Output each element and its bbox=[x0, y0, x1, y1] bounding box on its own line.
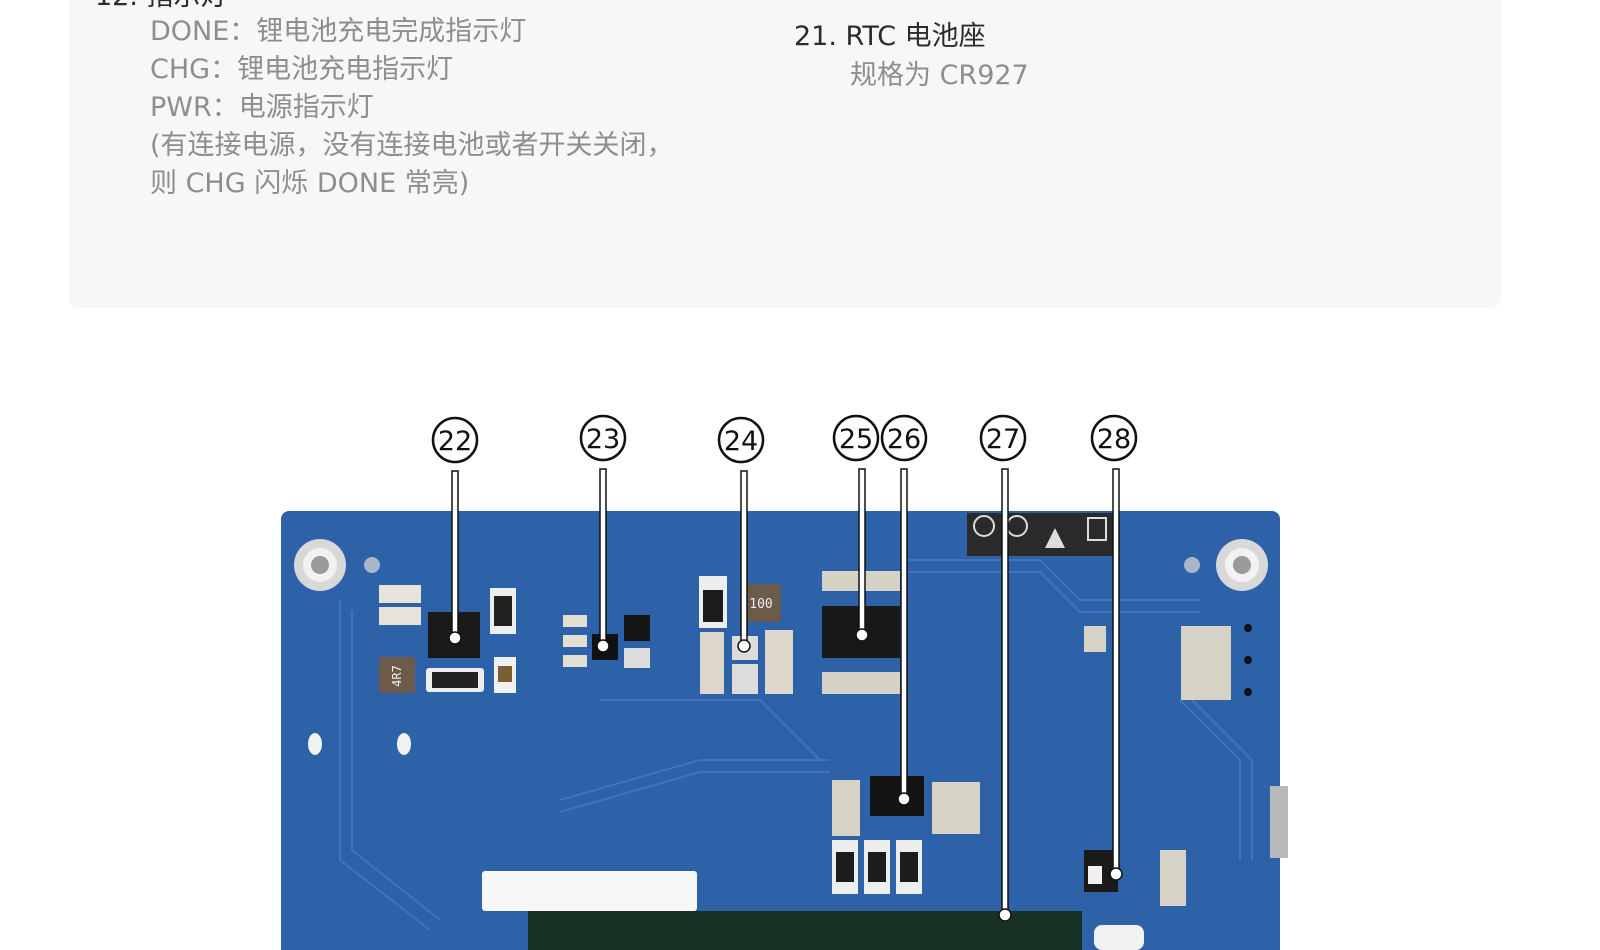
callout-dot-26 bbox=[897, 792, 911, 806]
bottom-connector bbox=[528, 911, 1082, 950]
callout-circle-24 bbox=[717, 416, 765, 464]
side-connector bbox=[1270, 786, 1288, 858]
component-28 bbox=[1084, 626, 1231, 906]
callout-number-27: 27 bbox=[986, 424, 1020, 455]
indicator-line-pwr: PWR：电源指示灯 bbox=[150, 92, 374, 123]
callout-number-26: 26 bbox=[887, 424, 921, 455]
callout-circle-27 bbox=[979, 414, 1027, 462]
callout-leader-23 bbox=[599, 468, 607, 647]
callout-28: 28 bbox=[1090, 414, 1138, 881]
white-label-pad bbox=[482, 871, 697, 911]
callout-leader-26 bbox=[900, 468, 908, 800]
mounting-hole-right bbox=[1216, 539, 1268, 591]
pcb-illustration: 100 4R7 22 23 24 25 26 27 28 bbox=[281, 414, 1288, 950]
callout-circle-26 bbox=[880, 414, 928, 462]
callout-circle-22 bbox=[431, 416, 479, 464]
callout-24: 24 bbox=[717, 416, 765, 653]
indicator-note-line1: (有连接电源，没有连接电池或者开关关闭， bbox=[150, 130, 674, 161]
mounting-hole-left bbox=[294, 539, 346, 591]
pcb-traces bbox=[339, 559, 1253, 931]
callout-circle-25 bbox=[832, 414, 880, 462]
callout-leader-27 bbox=[1001, 468, 1009, 916]
indicator-item-title: 12. 指示灯 bbox=[95, 0, 228, 16]
callout-leader-22 bbox=[451, 470, 459, 639]
indicator-note-line2: 则 CHG 闪烁 DONE 常亮) bbox=[150, 168, 470, 199]
callout-leader-25 bbox=[858, 468, 866, 636]
callout-dot-27 bbox=[998, 908, 1012, 922]
callout-number-24: 24 bbox=[724, 426, 758, 457]
spec-card bbox=[69, 0, 1501, 308]
callout-number-25: 25 bbox=[839, 424, 873, 455]
callout-number-23: 23 bbox=[586, 424, 620, 455]
indicator-line-done: DONE：锂电池充电完成指示灯 bbox=[150, 16, 527, 47]
callout-dot-25 bbox=[855, 628, 869, 642]
callout-dot-22 bbox=[448, 631, 462, 645]
callout-25: 25 bbox=[832, 414, 880, 642]
callout-22: 22 bbox=[431, 416, 479, 645]
callout-dot-23 bbox=[596, 639, 610, 653]
inductor-mark-100: 100 bbox=[749, 597, 772, 612]
inductor-mark-4r7: 4R7 bbox=[390, 665, 404, 687]
indicator-line-chg: CHG：锂电池充电指示灯 bbox=[150, 54, 454, 85]
callout-dot-28 bbox=[1109, 867, 1123, 881]
callout-dot-24 bbox=[737, 639, 751, 653]
callout-leader-24 bbox=[740, 470, 748, 647]
component-26 bbox=[832, 776, 980, 894]
rtc-item-title: 21. RTC 电池座 bbox=[794, 21, 986, 52]
component-23 bbox=[563, 615, 650, 668]
pcb-board bbox=[281, 511, 1280, 950]
callout-number-22: 22 bbox=[438, 426, 472, 457]
callout-leader-28 bbox=[1112, 468, 1120, 875]
component-22 bbox=[379, 585, 516, 693]
callout-27: 27 bbox=[979, 414, 1027, 922]
callout-26: 26 bbox=[880, 414, 928, 806]
callout-number-28: 28 bbox=[1097, 424, 1131, 455]
callout-circle-28 bbox=[1090, 414, 1138, 462]
component-24 bbox=[699, 576, 793, 694]
callout-circle-23 bbox=[579, 414, 627, 462]
callout-23: 23 bbox=[579, 414, 627, 653]
board-figure: 100 4R7 22 23 24 25 26 27 28 bbox=[0, 330, 1600, 950]
callout-group: 22 23 24 25 26 27 28 bbox=[431, 414, 1138, 922]
rtc-item-spec: 规格为 CR927 bbox=[850, 60, 1029, 91]
